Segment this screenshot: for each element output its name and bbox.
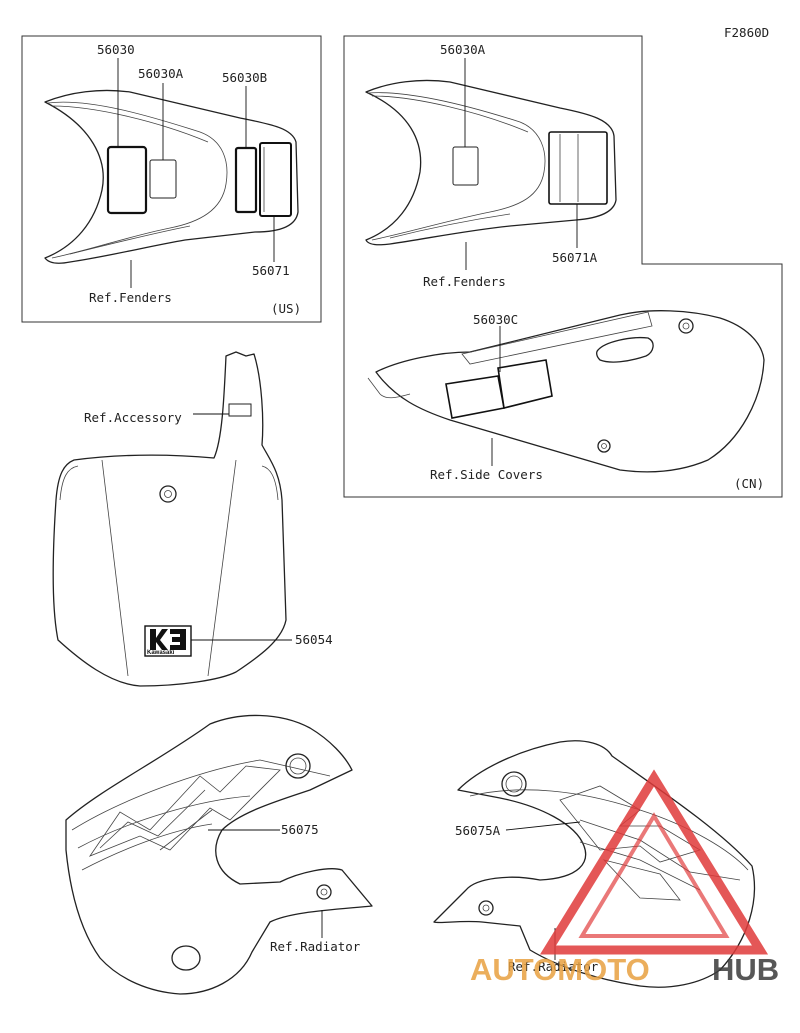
- label-ref-side-covers: Ref.Side Covers: [430, 467, 543, 482]
- cn-decal-56030c-left: [445, 375, 505, 419]
- cn-side-cover: [367, 310, 765, 473]
- label-56030a: 56030A: [138, 66, 184, 81]
- label-56071: 56071: [252, 263, 290, 278]
- watermark-text-automoto: AUTOMOTO: [470, 952, 650, 987]
- label-ref-fenders-us: Ref.Fenders: [89, 290, 172, 305]
- label-56075: 56075: [281, 822, 319, 837]
- us-decal-56030b: [234, 146, 258, 214]
- us-panel: 56030 56030A 56030B 56071 Ref.Fenders (U…: [21, 35, 322, 323]
- kawasaki-logo-decal: Kawasaki: [144, 625, 192, 657]
- label-56054: 56054: [295, 632, 333, 647]
- cn-fender: [365, 79, 617, 246]
- label-56030: 56030: [97, 42, 135, 57]
- kawasaki-logo-text: Kawasaki: [147, 650, 175, 656]
- us-fender: [44, 89, 299, 264]
- label-ref-radiator-right: Ref.Radiator: [508, 959, 599, 974]
- label-ref-radiator-left: Ref.Radiator: [270, 939, 361, 954]
- cn-decal-56030a: [452, 146, 479, 186]
- cn-decal-56030c-right: [497, 359, 553, 409]
- region-cn: (CN): [734, 476, 764, 491]
- us-decal-56030: [106, 145, 148, 215]
- us-decal-56030a: [149, 159, 177, 199]
- label-ref-fenders-cn: Ref.Fenders: [423, 274, 506, 289]
- label-56075a: 56075A: [455, 823, 501, 838]
- cn-panel: 56030A 56071A Ref.Fenders 56030C Ref.Sid…: [343, 35, 783, 498]
- figure-code: F2860D: [724, 25, 769, 40]
- label-56071a: 56071A: [552, 250, 598, 265]
- us-decal-56071: [259, 142, 292, 217]
- label-56030a-cn: 56030A: [440, 42, 486, 57]
- label-56030c: 56030C: [473, 312, 518, 327]
- watermark-text-hub: HUB: [712, 952, 779, 987]
- region-us: (US): [271, 301, 301, 316]
- label-ref-accessory: Ref.Accessory: [84, 410, 182, 425]
- us-panel-frame: [21, 35, 322, 323]
- accessory-decal: [228, 403, 252, 417]
- number-plate: Kawasaki Ref.Accessory 56054: [52, 351, 333, 687]
- cn-panel-frame: [343, 35, 783, 498]
- label-56030b: 56030B: [222, 70, 267, 85]
- shroud-left: 56075 Ref.Radiator: [65, 714, 373, 995]
- automotohub-watermark: AUTOMOTO HUB: [470, 769, 779, 987]
